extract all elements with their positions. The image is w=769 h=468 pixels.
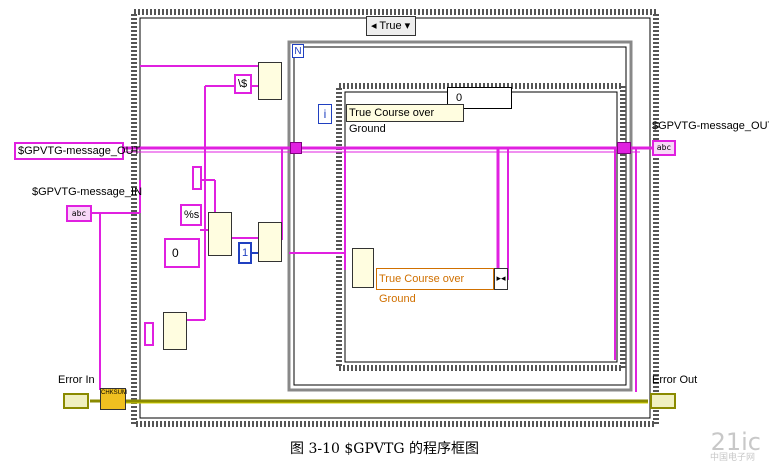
error-in-terminal [63, 393, 89, 409]
message-out-left-terminal: $GPVTG-message_OUT [14, 142, 140, 160]
array-subset-node[interactable] [258, 222, 282, 262]
message-out-right-terminal: abc [652, 140, 676, 156]
watermark-logo: 21ic [710, 428, 761, 456]
string-subset-node[interactable] [163, 312, 187, 350]
case-selector[interactable]: ◂ True ▾ [366, 16, 416, 36]
bundle-by-name-node[interactable]: ▸◂ [494, 268, 508, 290]
shift-register-right [617, 142, 631, 154]
case-structure-border [131, 9, 659, 427]
loop-count-terminal: N [292, 44, 304, 58]
inner-case-border [336, 83, 626, 371]
error-in-label: Error In [58, 374, 95, 386]
shift-register-left [290, 142, 302, 154]
message-out-right-label: $GPVTG-message_OUT [652, 120, 769, 132]
string-constant-bottom [144, 322, 154, 346]
format-into-string-node[interactable] [208, 212, 232, 256]
course-field-top: True Course over Ground [346, 104, 464, 135]
format-string-constant[interactable]: %s [180, 204, 202, 226]
inner-case-value: 0 [456, 92, 463, 104]
scan-string-node[interactable] [352, 248, 374, 288]
iteration-terminal: i [318, 104, 332, 124]
message-in-label: $GPVTG-message_IN [32, 186, 143, 198]
figure-caption: 图 3-10 $GPVTG 的程序框图 [290, 441, 479, 457]
checksum-subvi[interactable]: CHKSUM [100, 388, 128, 410]
checksum-label: CHKSUM [101, 390, 128, 396]
course-field-bottom: True Course over Ground [376, 268, 494, 305]
block-diagram: ◂ True ▾ N i 0 $GPVTG-message_OUT $GPVTG… [14, 9, 769, 427]
one-constant[interactable]: 1 [238, 242, 252, 264]
case-value: True [379, 20, 402, 32]
match-pattern-node[interactable] [258, 62, 282, 100]
message-in-terminal: abc [66, 205, 92, 222]
error-out-terminal [650, 393, 676, 409]
zero-constant[interactable]: 0 [164, 238, 200, 268]
watermark-subtext: 中国电子网 [709, 453, 755, 463]
delimiter-constant[interactable]: \$ [234, 74, 252, 94]
error-out-label: Error Out [652, 374, 698, 386]
wire-layer [90, 9, 659, 427]
inner-case-selector[interactable]: 0 [447, 87, 512, 109]
string-constant-small [192, 166, 202, 190]
for-loop-border [287, 40, 633, 392]
